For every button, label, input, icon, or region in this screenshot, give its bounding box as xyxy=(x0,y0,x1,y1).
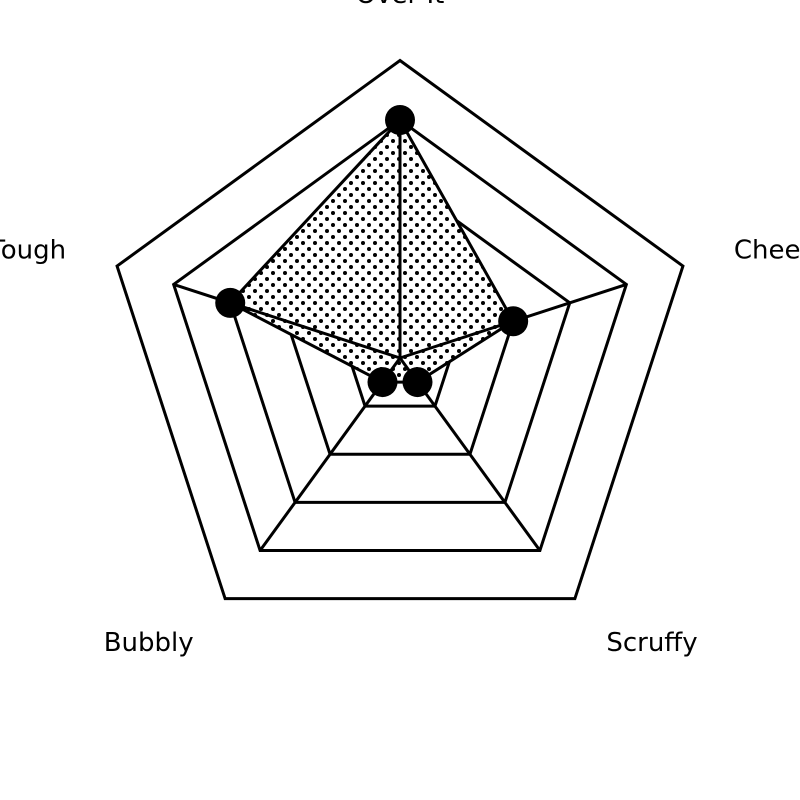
marker-layer xyxy=(215,105,529,398)
data-area xyxy=(227,117,516,384)
axis-label-3: Bubbly xyxy=(104,628,194,658)
series-layer xyxy=(227,117,516,384)
axis-label-1: Cheerful xyxy=(734,236,800,266)
data-point-4 xyxy=(215,287,246,318)
data-point-3 xyxy=(367,367,398,398)
axis-label-2: Scruffy xyxy=(606,628,697,658)
data-point-1 xyxy=(498,306,529,337)
axis-label-0: Over It xyxy=(356,0,445,10)
axis-label-4: Tough xyxy=(0,236,66,266)
grid-ring-5 xyxy=(115,58,685,601)
data-point-0 xyxy=(385,105,415,135)
grid-ring-4 xyxy=(171,118,629,553)
axis-spoke-4 xyxy=(173,283,401,360)
data-point-2 xyxy=(402,367,433,398)
label-layer: Over It CheerfulScruffy Bubbly Tough xyxy=(0,0,800,658)
